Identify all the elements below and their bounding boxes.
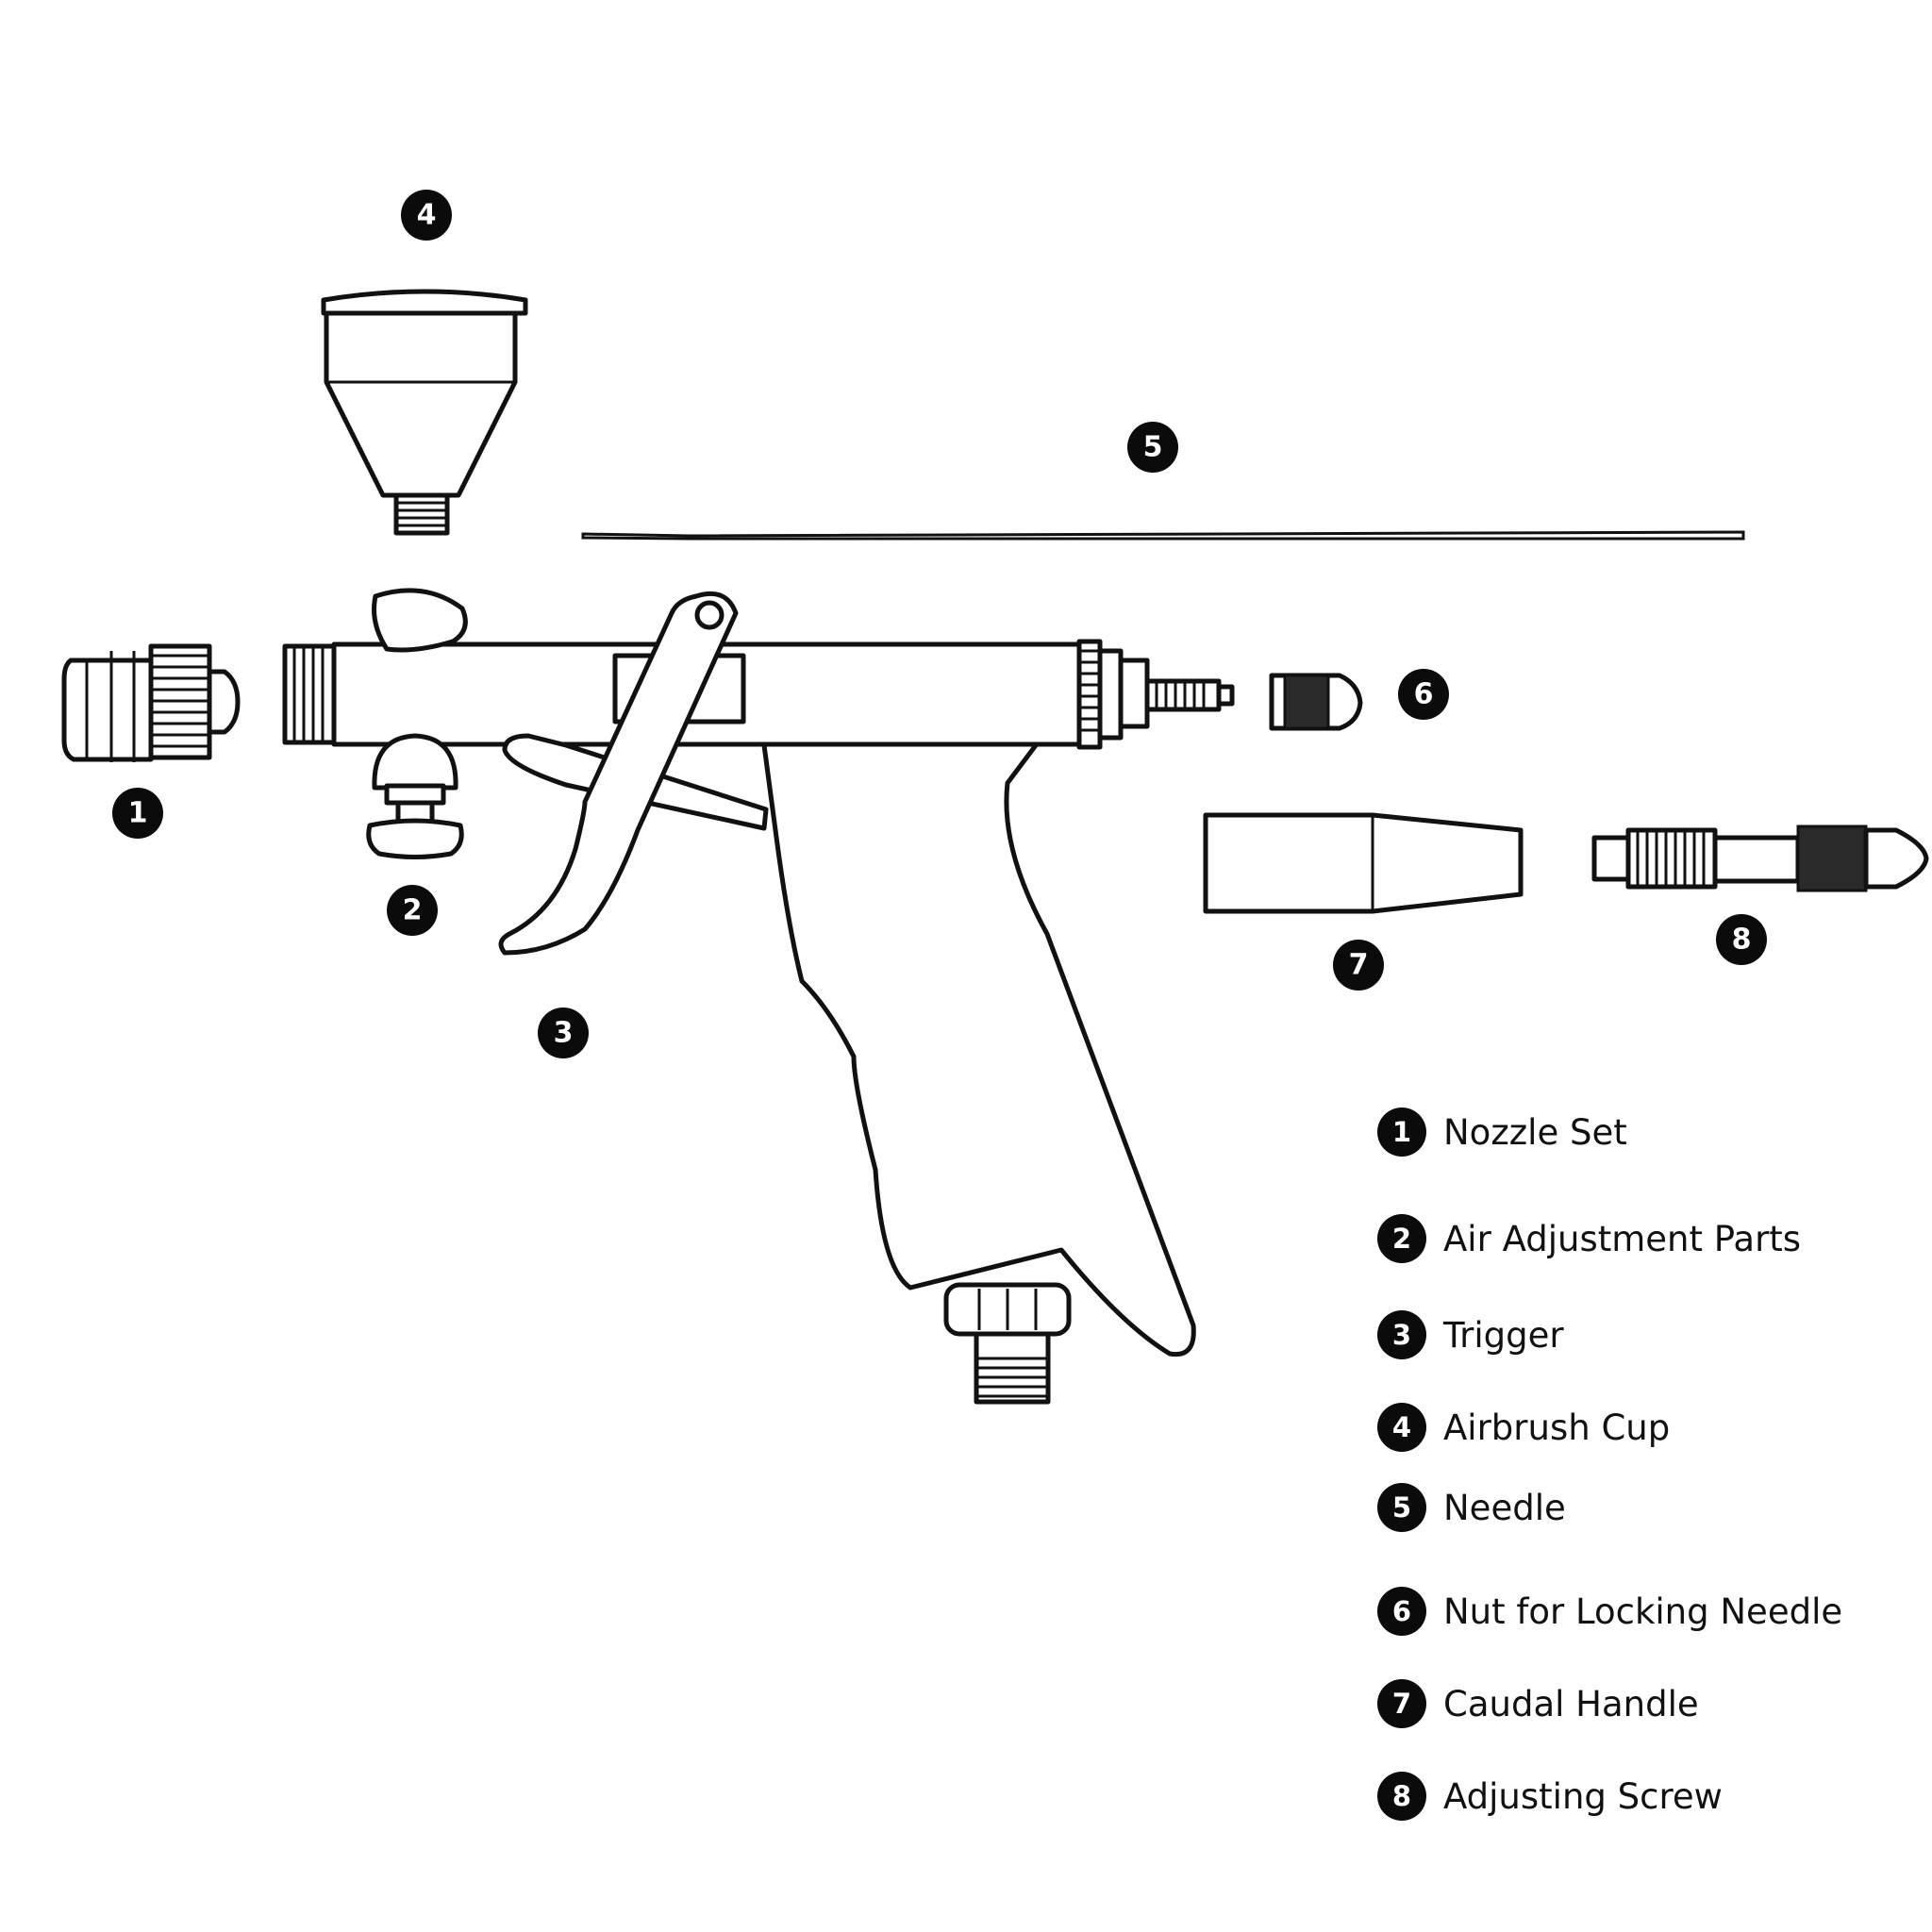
airbrush-body — [282, 588, 1235, 831]
legend-label: Nut for Locking Needle — [1443, 1591, 1843, 1632]
legend-item-trigger: 3 Trigger — [1377, 1307, 1564, 1363]
adjusting-screw-icon — [1591, 824, 1929, 892]
badge-8: 8 — [1716, 914, 1767, 965]
badge-1: 1 — [112, 788, 163, 839]
trigger-icon — [498, 591, 739, 956]
svg-text:6: 6 — [1414, 678, 1434, 711]
legend-label: Caudal Handle — [1443, 1683, 1699, 1724]
legend-badge: 4 — [1377, 1403, 1426, 1452]
legend-item-air-adjustment-parts: 2 Air Adjustment Parts — [1377, 1210, 1801, 1267]
badge-7: 7 — [1333, 940, 1384, 991]
legend-label: Nozzle Set — [1443, 1111, 1627, 1153]
legend-label: Adjusting Screw — [1443, 1775, 1723, 1817]
legend-badge: 8 — [1377, 1772, 1426, 1821]
legend-badge: 3 — [1377, 1310, 1426, 1359]
caudal-handle-icon — [1203, 812, 1524, 914]
legend-badge: 5 — [1377, 1483, 1426, 1532]
legend-badge: 2 — [1377, 1214, 1426, 1263]
svg-text:5: 5 — [1143, 431, 1163, 464]
legend-label: Needle — [1443, 1487, 1566, 1528]
svg-text:7: 7 — [1349, 949, 1369, 982]
legend-item-needle: 5 Needle — [1377, 1479, 1566, 1536]
legend-badge: 1 — [1377, 1108, 1426, 1157]
svg-text:2: 2 — [403, 894, 423, 927]
svg-text:4: 4 — [417, 199, 437, 232]
needle-icon — [581, 530, 1745, 541]
legend-label: Trigger — [1443, 1314, 1564, 1356]
legend-label: Airbrush Cup — [1443, 1407, 1671, 1448]
badge-4: 4 — [401, 190, 452, 241]
locking-nut-icon — [1269, 673, 1363, 731]
legend-badge: 6 — [1377, 1587, 1426, 1636]
legend-item-caudal-handle: 7 Caudal Handle — [1377, 1675, 1699, 1732]
airbrush-handle-grip — [733, 697, 1196, 1357]
nozzle-set-icon — [61, 643, 241, 762]
badge-2: 2 — [387, 885, 438, 936]
badge-3: 3 — [538, 1008, 589, 1058]
legend-badge: 7 — [1377, 1679, 1426, 1728]
legend-item-airbrush-cup: 4 Airbrush Cup — [1377, 1399, 1670, 1456]
legend-item-adjusting-screw: 8 Adjusting Screw — [1377, 1768, 1723, 1824]
badge-6: 6 — [1398, 669, 1449, 720]
legend-item-locking-nut: 6 Nut for Locking Needle — [1377, 1583, 1842, 1640]
air-adjustment-icon — [366, 733, 464, 859]
badge-5: 5 — [1127, 422, 1178, 473]
air-hose-coupler — [943, 1282, 1072, 1405]
legend-label: Air Adjustment Parts — [1443, 1218, 1802, 1259]
svg-text:3: 3 — [554, 1017, 574, 1050]
airbrush-cup-icon — [321, 289, 528, 536]
svg-text:1: 1 — [128, 797, 148, 830]
svg-text:8: 8 — [1732, 924, 1752, 957]
legend-item-nozzle-set: 1 Nozzle Set — [1377, 1104, 1627, 1160]
